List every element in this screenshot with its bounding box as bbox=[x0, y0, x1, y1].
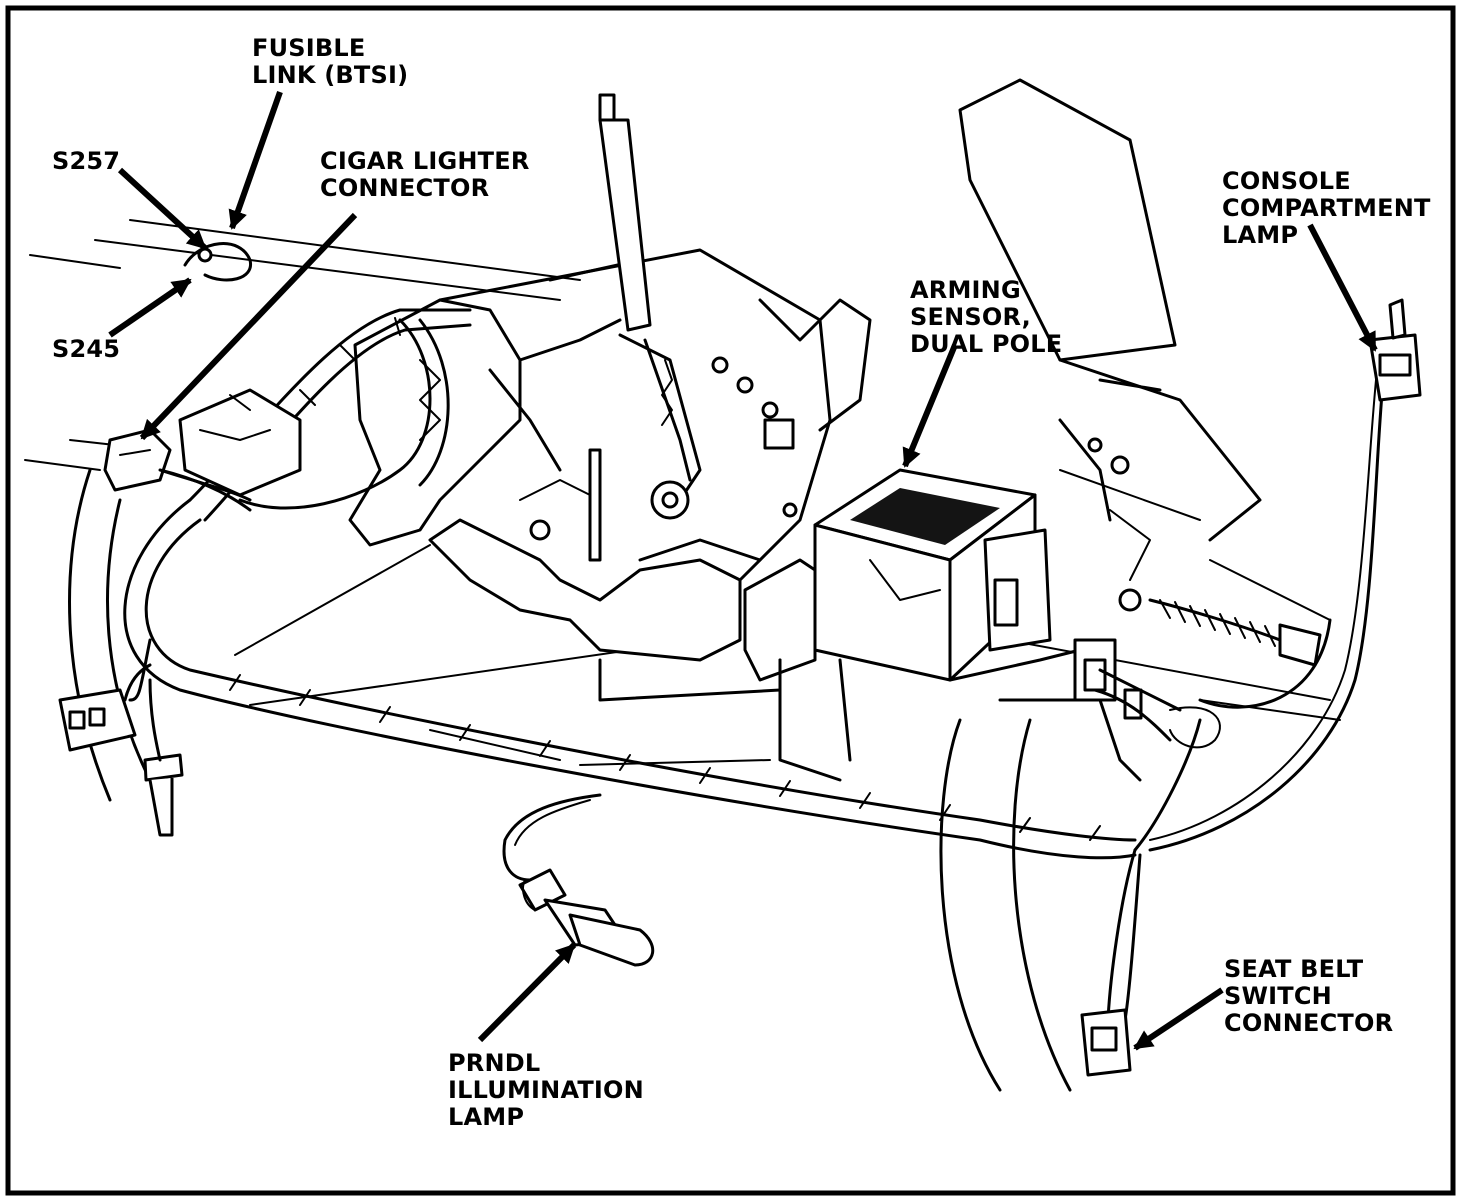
arrow-s257 bbox=[117, 167, 208, 251]
label-seat-belt-line-3: CONNECTOR bbox=[1224, 1009, 1394, 1037]
label-console-lamp-line-3: LAMP bbox=[1222, 221, 1299, 249]
label-console-lamp-line-2: COMPARTMENT bbox=[1222, 194, 1431, 222]
seat-belt-connector-part bbox=[1080, 1008, 1132, 1077]
label-cigar-lighter-line-1: CIGAR LIGHTER bbox=[320, 147, 530, 175]
arming-sensor-unit bbox=[743, 468, 1143, 720]
fusible-link-loop bbox=[183, 242, 252, 282]
label-arming-sensor: ARMING SENSOR, DUAL POLE bbox=[910, 277, 1062, 358]
arrow-s245 bbox=[108, 277, 192, 338]
arrow-fusible-link bbox=[228, 91, 283, 230]
console-lamp-socket bbox=[1368, 298, 1422, 402]
label-arming-sensor-line-3: DUAL POLE bbox=[910, 330, 1063, 358]
label-fusible-link: FUSIBLE LINK (BTSI) bbox=[252, 35, 408, 89]
label-arming-sensor-line-2: SENSOR, bbox=[910, 303, 1031, 331]
label-prndl-line-1: PRNDL bbox=[448, 1049, 541, 1077]
label-seat-belt-line-2: SWITCH bbox=[1224, 982, 1332, 1010]
arrow-seat-belt bbox=[1133, 987, 1224, 1051]
park-brake-handle bbox=[958, 78, 1322, 667]
label-cigar-lighter: CIGAR LIGHTER CONNECTOR bbox=[320, 148, 530, 202]
left-connector-group bbox=[58, 663, 184, 837]
label-s245-text: S245 bbox=[52, 335, 121, 363]
arrow-prndl bbox=[477, 942, 577, 1043]
label-cigar-lighter-line-2: CONNECTOR bbox=[320, 174, 490, 202]
arrow-cigar-lighter bbox=[139, 212, 358, 441]
label-arming-sensor-line-1: ARMING bbox=[910, 276, 1021, 304]
label-prndl: PRNDL ILLUMINATION LAMP bbox=[448, 1050, 644, 1131]
prndl-lamp-socket bbox=[518, 868, 655, 967]
arrow-arming-sensor bbox=[902, 343, 958, 468]
label-seat-belt: SEAT BELT SWITCH CONNECTOR bbox=[1224, 956, 1393, 1037]
label-s257: S257 bbox=[52, 148, 120, 175]
label-fusible-link-line-2: LINK (BTSI) bbox=[252, 61, 409, 89]
wire-harness bbox=[123, 308, 1387, 1022]
arrow-console-lamp bbox=[1307, 223, 1378, 352]
label-s257-text: S257 bbox=[52, 147, 121, 175]
diagram-border bbox=[5, 5, 1456, 1196]
callout-arrows bbox=[108, 91, 1378, 1051]
label-console-lamp: CONSOLE COMPARTMENT LAMP bbox=[1222, 168, 1431, 249]
label-fusible-link-line-1: FUSIBLE bbox=[252, 34, 366, 62]
label-prndl-line-2: ILLUMINATION bbox=[448, 1076, 644, 1104]
cigar-lighter-connector-part bbox=[103, 388, 302, 512]
console-bracket bbox=[348, 248, 1142, 782]
label-s245: S245 bbox=[52, 336, 120, 363]
shift-lever bbox=[598, 93, 702, 520]
label-prndl-line-3: LAMP bbox=[448, 1103, 525, 1131]
label-seat-belt-line-1: SEAT BELT bbox=[1224, 955, 1364, 983]
label-console-lamp-line-1: CONSOLE bbox=[1222, 167, 1351, 195]
